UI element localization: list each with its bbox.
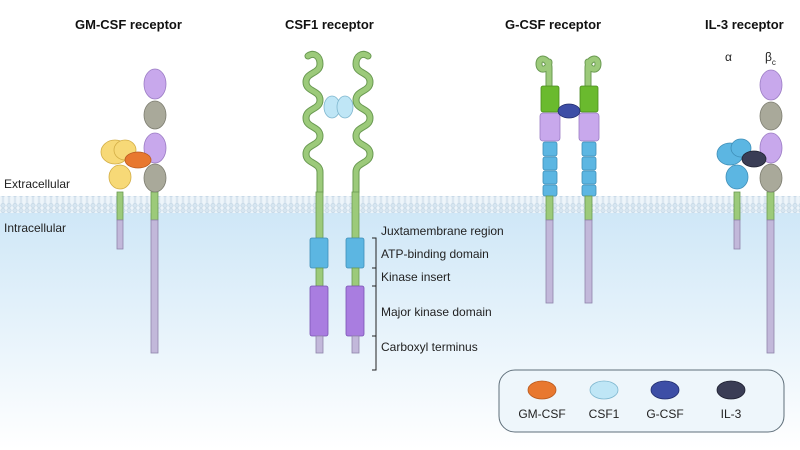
cell-membrane [0,196,800,213]
il3-beta-domain-3 [759,132,783,164]
label-carboxyl-terminus: Carboxyl terminus [381,340,478,354]
il3-alpha-domain-3 [725,164,749,190]
title-il3-receptor: IL-3 receptor [705,17,784,32]
legend-swatch-csf1 [589,380,619,400]
il3-alpha-transmembrane [733,191,741,221]
csf1-right-ig-domains [353,51,373,195]
csf1-ligand-right [336,95,354,119]
il3-receptor: α βc [716,50,783,354]
gcsf-left-fn3-domain-4 [542,184,558,197]
csf1-left-juxtamembrane [315,191,324,239]
il3-ligand [741,150,767,168]
label-juxtamembrane-region: Juxtamembrane region [381,224,504,238]
gcsf-right-fn3-domain-1 [581,141,597,157]
gcsf-left-ig-domain [540,85,560,113]
gmcsf-alpha-domain-3 [108,164,132,190]
gcsf-right-transmembrane [584,195,593,221]
legend-items: GM-CSF CSF1 G-CSF IL-3 [518,380,746,421]
il3-beta-transmembrane [766,191,775,221]
csf1-left-carboxyl-terminus [315,335,324,354]
il3-alpha-domain-2 [730,138,752,158]
gmcsf-receptor [100,68,167,354]
legend-label-il-3: IL-3 [721,407,742,421]
il3-beta-domain-1 [759,69,783,101]
csf1-right-kinase-insert [351,267,360,287]
legend-label-csf1: CSF1 [589,407,620,421]
gcsf-left-hook [536,56,552,89]
il3-alpha-label: α [725,50,732,64]
csf1-right-carboxyl-terminus [351,335,360,354]
il3-beta-domain-2 [759,101,783,131]
label-intracellular: Intracellular [4,221,66,235]
gcsf-left-fn3-domain-1 [542,141,558,157]
legend-swatch-gm-csf [527,380,557,400]
gcsf-right-hook [585,56,601,89]
il3-beta-domain-4 [759,163,783,193]
gcsf-left-fn3-domain-2 [542,156,558,171]
csf1-right-major-kinase-domain [345,285,365,337]
gmcsf-beta-transmembrane [150,191,159,221]
csf1-right-atp-binding-domain [345,237,365,269]
gmcsf-beta-tail [150,219,159,354]
domain-brackets [372,237,377,371]
title-csf1-receptor: CSF1 receptor [285,17,374,32]
gcsf-right-fn3-domain-2 [581,156,597,171]
gcsf-right-fn3-domain-4 [581,184,597,197]
il3-alpha-tail [733,219,741,250]
gmcsf-beta-domain-4 [143,163,167,193]
gcsf-left-tail [545,219,554,304]
gcsf-right-ig-domain [579,85,599,113]
gmcsf-beta-domain-3 [143,132,167,164]
il3-beta-label: βc [765,50,776,67]
gmcsf-beta-domain-2 [143,100,167,130]
gmcsf-ligand [124,151,152,169]
bracket-carboxyl-terminus [372,335,377,371]
gcsf-receptor [535,55,602,304]
gcsf-left-chr-domain-1 [539,112,561,142]
il3-beta-symbol: β [765,50,772,64]
legend: GM-CSF CSF1 G-CSF IL-3 [498,369,785,433]
label-kinase-insert: Kinase insert [381,270,451,284]
title-gcsf-receptor: G-CSF receptor [505,17,601,32]
csf1-receptor: Juxtamembrane region ATP-binding domain … [302,50,504,371]
gcsf-right-chr-domain-1 [578,112,600,142]
il3-beta-subscript: c [772,58,776,67]
csf1-left-kinase-insert [315,267,324,287]
label-atp-binding-domain: ATP-binding domain [381,247,489,261]
legend-label-gm-csf: GM-CSF [518,407,565,421]
il3-beta-tail [766,219,775,354]
legend-swatch-g-csf [650,380,680,400]
gcsf-ligand [557,103,581,119]
gcsf-left-transmembrane [545,195,554,221]
gmcsf-beta-domain-1 [143,68,167,100]
gcsf-left-fn3-domain-3 [542,170,558,185]
title-gmcsf-receptor: GM-CSF receptor [75,17,182,32]
label-major-kinase-domain: Major kinase domain [381,305,492,319]
gcsf-right-fn3-domain-3 [581,170,597,185]
csf1-left-atp-binding-domain [309,237,329,269]
gmcsf-alpha-tail [116,219,124,250]
csf1-left-major-kinase-domain [309,285,329,337]
label-extracellular: Extracellular [4,177,70,191]
legend-box [498,369,785,433]
gcsf-right-tail [584,219,593,304]
csf1-right-juxtamembrane [351,191,360,239]
gmcsf-alpha-transmembrane [116,191,124,221]
csf1-left-ig-domains [303,51,323,195]
legend-swatch-il-3 [716,380,746,400]
legend-label-g-csf: G-CSF [646,407,683,421]
